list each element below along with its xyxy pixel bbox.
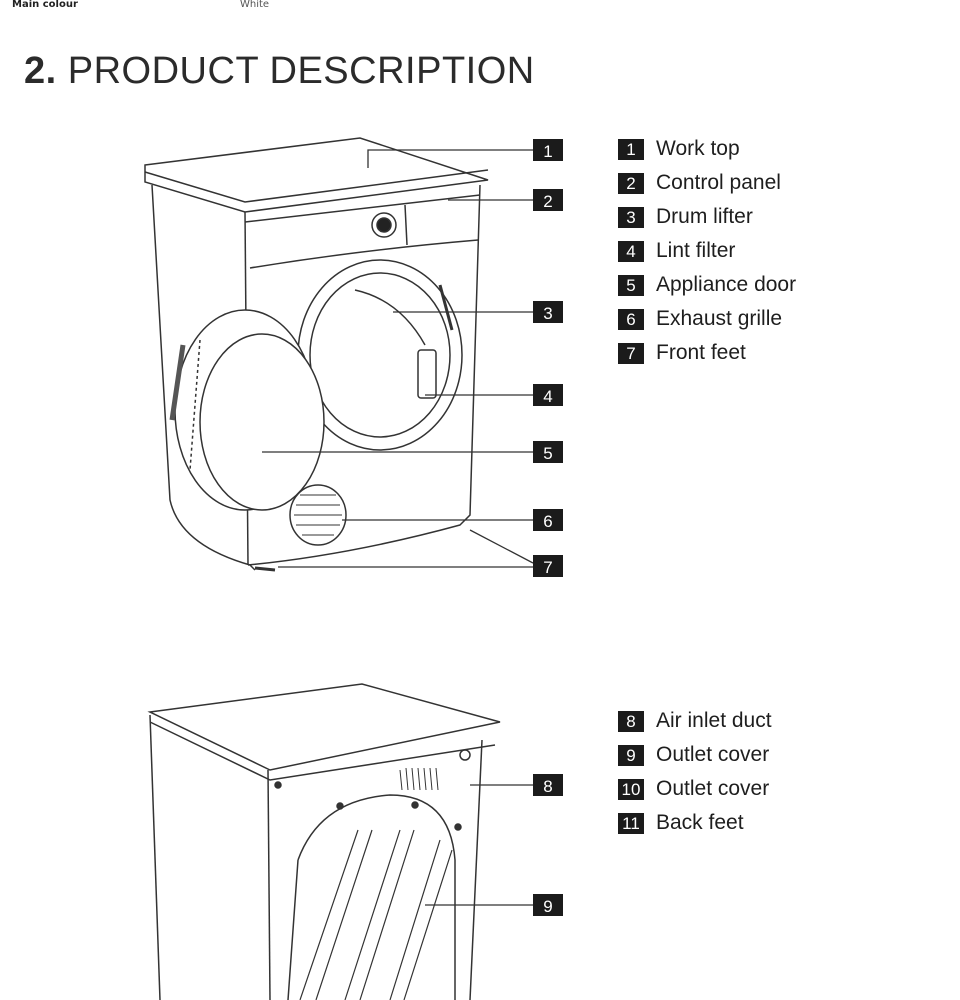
legend-item: 2 Control panel [618, 166, 796, 200]
legend-label: Lint filter [656, 239, 736, 262]
callout-tags: 1 2 3 4 5 6 7 8 9 [533, 139, 563, 916]
legend-number: 7 [618, 342, 644, 364]
legend-number: 5 [618, 274, 644, 296]
legend-item: 3 Drum lifter [618, 200, 796, 234]
leader-lines [262, 149, 534, 906]
callout-tag: 5 [543, 444, 552, 463]
legend-label: Drum lifter [656, 205, 753, 228]
legend-item: 11 Back feet [618, 806, 772, 840]
legend-item: 8 Air inlet duct [618, 704, 772, 738]
legend-number: 10 [618, 778, 644, 800]
legend-item: 9 Outlet cover [618, 738, 772, 772]
callout-tag: 2 [543, 192, 552, 211]
legend-item: 6 Exhaust grille [618, 302, 796, 336]
callout-tag: 4 [543, 387, 552, 406]
callout-tag: 8 [543, 777, 552, 796]
legend-label: Outlet cover [656, 743, 770, 766]
legend-label: Work top [656, 137, 740, 160]
legend-number: 11 [618, 812, 644, 834]
legend-item: 7 Front feet [618, 336, 796, 370]
legend-label: Front feet [656, 341, 746, 364]
callout-tag: 1 [543, 142, 552, 161]
legend-label: Appliance door [656, 273, 797, 296]
dryer-front-illustration [144, 137, 489, 572]
spec-row: Main colour White [0, 0, 960, 14]
legend-label: Back feet [656, 811, 744, 834]
dryer-back-illustration [147, 683, 501, 1000]
legend-label: Control panel [656, 171, 781, 194]
legend-number: 4 [618, 240, 644, 262]
legend-label: Air inlet duct [656, 709, 772, 732]
legend-item: 10 Outlet cover [618, 772, 772, 806]
callout-tag: 6 [543, 512, 552, 531]
section-number: 2. [24, 50, 57, 92]
callout-tag: 7 [543, 558, 552, 577]
callout-tag: 3 [543, 304, 552, 323]
legend-item: 5 Appliance door [618, 268, 796, 302]
spec-label: Main colour [12, 0, 78, 10]
legend-number: 8 [618, 710, 644, 732]
legend-number: 6 [618, 308, 644, 330]
legend-number: 9 [618, 744, 644, 766]
legend-number: 1 [618, 138, 644, 160]
legend-label: Outlet cover [656, 777, 770, 800]
legend-label: Exhaust grille [656, 307, 783, 330]
legend-number: 3 [618, 206, 644, 228]
section-title: 2. PRODUCT DESCRIPTION [24, 50, 535, 93]
spec-value: White [240, 0, 270, 10]
section-title-text: PRODUCT DESCRIPTION [67, 50, 535, 92]
legend-item: 1 Work top [618, 132, 796, 166]
legend-item: 4 Lint filter [618, 234, 796, 268]
legend-number: 2 [618, 172, 644, 194]
callout-tag: 9 [543, 897, 552, 916]
